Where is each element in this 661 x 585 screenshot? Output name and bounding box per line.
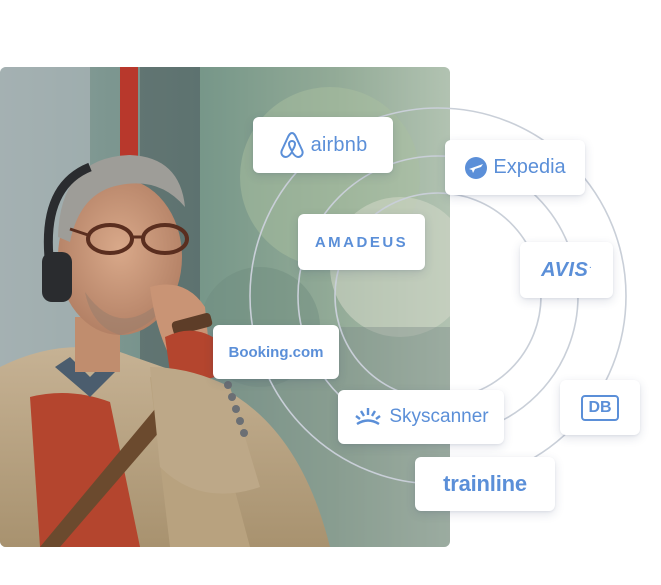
booking-label: Booking.com — [228, 343, 324, 361]
amadeus-logo-card: AMADEUS — [298, 214, 425, 270]
avis-mark: . — [589, 262, 592, 270]
expedia-logo-card: Expedia — [445, 140, 585, 195]
db-logo-card: DB — [560, 380, 640, 435]
expedia-label: Expedia — [493, 156, 566, 178]
booking-logo-card: Booking.com — [213, 325, 339, 379]
sunrise-icon — [353, 406, 383, 428]
avis-label: AVIS. — [541, 258, 592, 281]
amadeus-label: AMADEUS — [314, 233, 409, 251]
airbnb-label: airbnb — [310, 133, 368, 156]
trainline-label: trainline — [443, 471, 527, 496]
db-label: DB — [581, 394, 619, 421]
airbnb-logo-card: airbnb — [253, 117, 393, 173]
trainline-logo-card: trainline — [415, 457, 555, 511]
skyscanner-logo-card: Skyscanner — [338, 390, 504, 444]
expedia-plane-icon — [464, 156, 488, 180]
skyscanner-label: Skyscanner — [389, 406, 489, 427]
airbnb-logo-icon — [279, 131, 305, 159]
avis-logo-card: AVIS. — [520, 242, 613, 298]
